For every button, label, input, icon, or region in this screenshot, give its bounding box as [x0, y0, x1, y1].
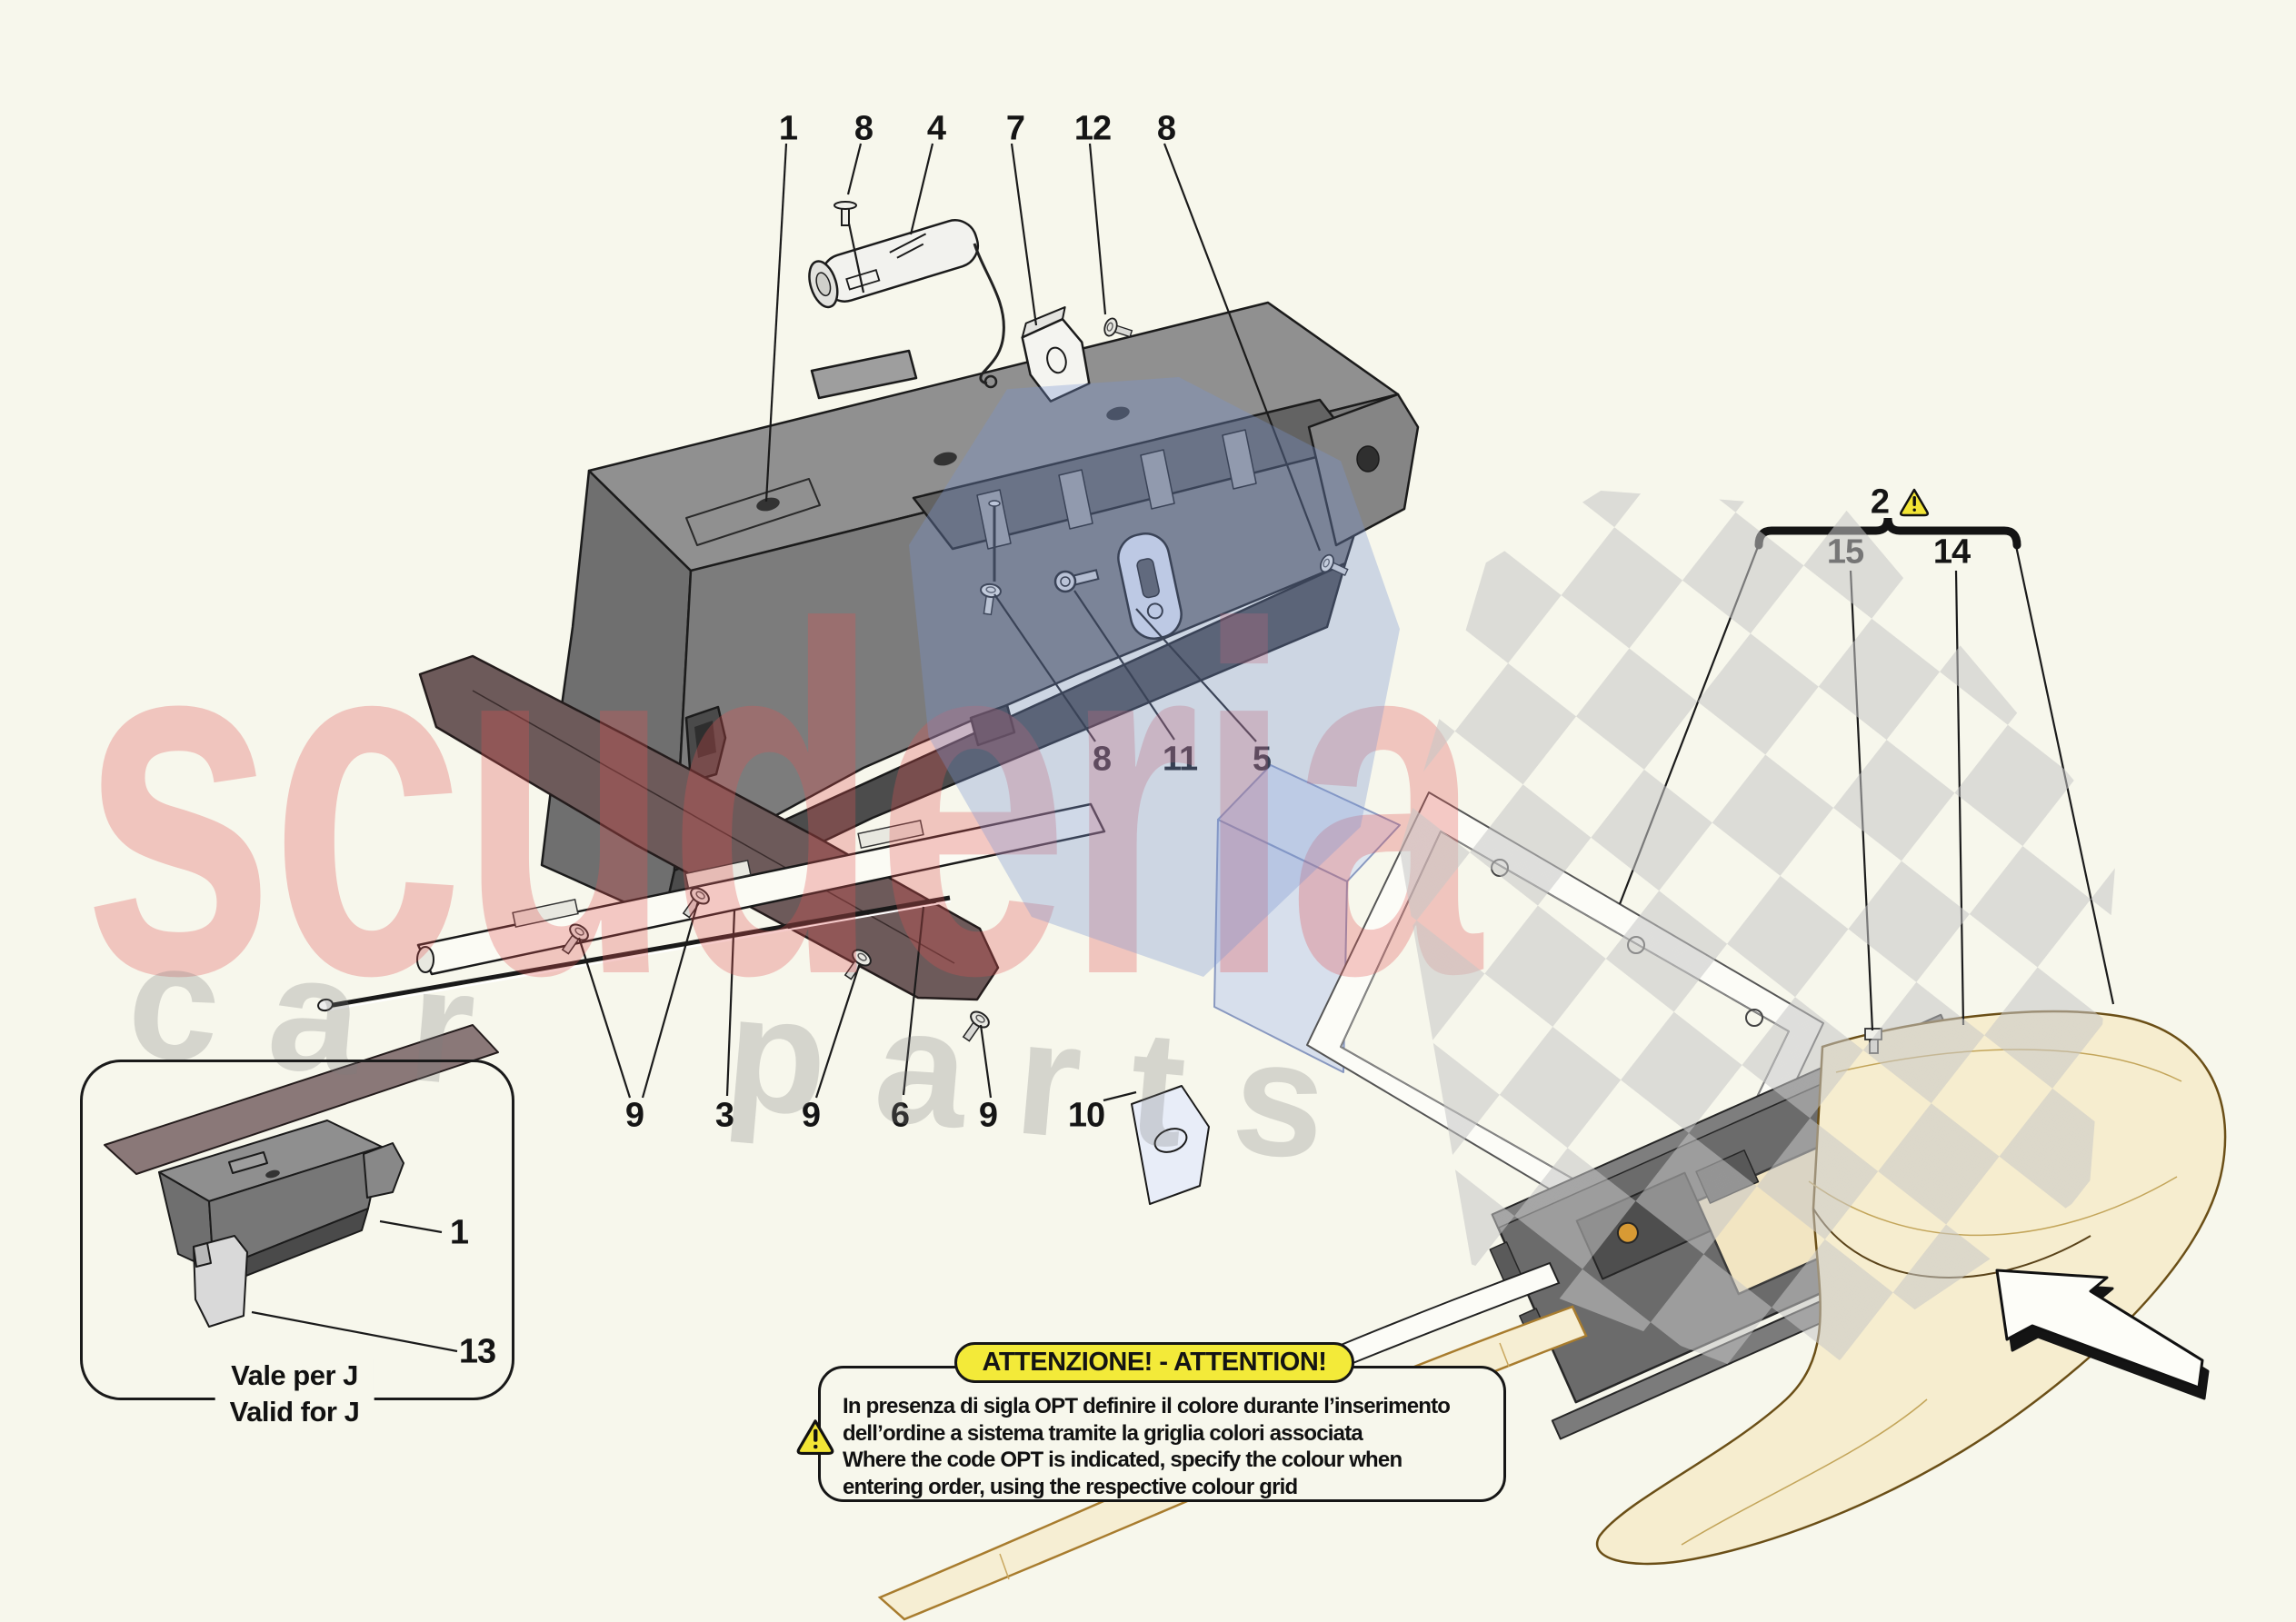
cable-hook [983, 374, 998, 389]
callout-3: 3 [714, 1096, 734, 1135]
callout-9a: 9 [624, 1096, 644, 1135]
inset-variant-box [80, 1060, 514, 1400]
attention-line-1: In presenza di sigla OPT definire il col… [843, 1394, 1451, 1418]
release-cable-wire [973, 243, 1005, 385]
callout-15: 15 [1826, 532, 1864, 572]
callout-11: 11 [1162, 740, 1198, 779]
callout-8-top: 8 [854, 109, 873, 148]
attention-line-3: Where the code OPT is indicated, specify… [843, 1448, 1403, 1472]
group-brace [1754, 517, 2021, 550]
inner-bin-liner [1213, 764, 1401, 1073]
callout-9c: 9 [978, 1096, 998, 1135]
callout-12: 12 [1073, 109, 1112, 148]
callout-9b: 9 [801, 1096, 821, 1135]
door-stop-rod [317, 895, 952, 1012]
rivet-8 [834, 201, 857, 226]
latch-pin-8 [988, 500, 1001, 582]
inset-mini-housing [158, 1119, 404, 1288]
attention-line-4: entering order, using the respective col… [843, 1474, 1298, 1499]
inset-bracket-13 [193, 1235, 248, 1328]
inset-caption-english: Valid for J [215, 1396, 374, 1428]
callout-6: 6 [890, 1096, 910, 1135]
callout-1: 1 [778, 109, 798, 148]
warning-triangle-icon [1900, 488, 1929, 517]
lock-striker-5 [1117, 532, 1183, 640]
callout-4: 4 [926, 109, 946, 148]
callout-10: 10 [1067, 1096, 1105, 1135]
callout-7: 7 [1005, 109, 1025, 148]
callout-5: 5 [1252, 740, 1272, 779]
hinge-bracket-10 [1131, 1085, 1210, 1205]
inset-caption-italian: Vale per J [216, 1359, 373, 1392]
bolt-11 [1053, 569, 1100, 593]
attention-title-pill: ATTENZIONE! - ATTENTION! [954, 1342, 1354, 1383]
attention-warning-triangle-icon [796, 1419, 834, 1456]
retainer-bracket-7 [1021, 306, 1091, 403]
callout-8-top-right: 8 [1156, 109, 1176, 148]
hinge-rail [416, 802, 1106, 976]
screw-9d [957, 1007, 993, 1046]
attention-line-2: dell’ordine a sistema tramite la griglia… [843, 1420, 1363, 1446]
damper-cylinder-4 [808, 219, 980, 309]
callout-inset-1: 1 [449, 1213, 469, 1252]
callout-14: 14 [1932, 532, 1971, 572]
callout-2: 2 [1870, 483, 1890, 522]
attention-note-box: In presenza di sigla OPT definire il col… [818, 1366, 1506, 1502]
callout-8-mid: 8 [1092, 740, 1112, 779]
